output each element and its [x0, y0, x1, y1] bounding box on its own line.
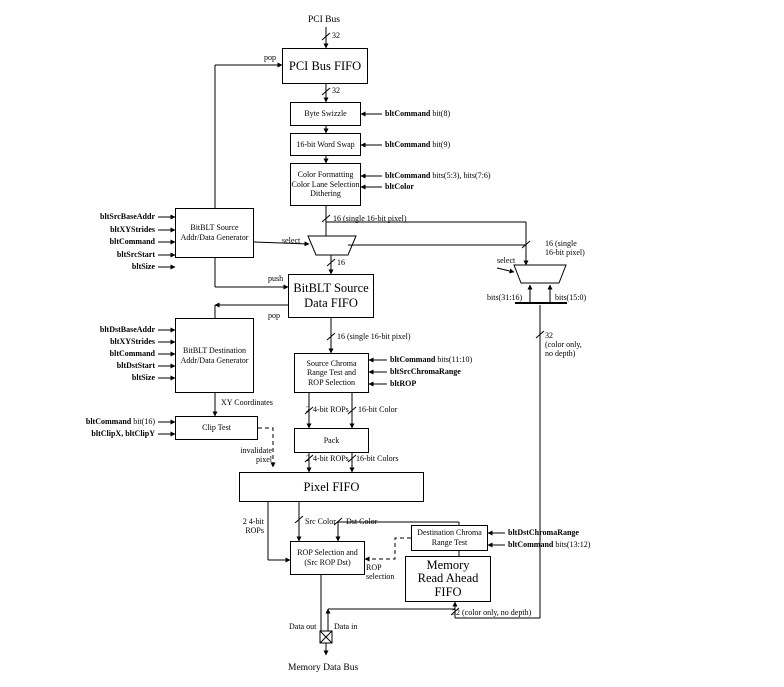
bits-low-label: bits(15:0)	[555, 293, 587, 302]
bitblt-source-data-fifo: BitBLT Source Data FIFO	[288, 274, 374, 318]
rop-selection-block: ROP Selection and (Src ROP Dst)	[290, 541, 365, 575]
pixel-fifo-label: Pixel FIFO	[303, 479, 360, 494]
data-in-label: Data in	[334, 622, 358, 631]
clip-control-2: bltClipX, bltClipY	[91, 429, 155, 438]
rop-sel-line-1: ROP Selection and	[297, 548, 358, 558]
pci-bus-fifo-label: PCI Bus FIFO	[288, 58, 362, 73]
src-color-label: Src Color	[305, 517, 336, 526]
rop-sel-line-2: (Src ROP Dst)	[304, 558, 351, 567]
memory-read-ahead-fifo: Memory Read Ahead FIFO	[405, 556, 491, 602]
rop-label-b: 4-bit ROPs	[313, 454, 349, 463]
colors-label-b: 16-bit Colors	[356, 454, 399, 463]
clip-test-block: Clip Test	[175, 416, 258, 440]
bitblt-source-generator: BitBLT Source Addr/Data Generator	[175, 208, 254, 258]
mem-width-label: 32 (color only, no depth)	[452, 608, 532, 617]
src-input-start: bltSrcStart	[116, 250, 155, 259]
dst-input-base-addr: bltDstBaseAddr	[99, 325, 155, 334]
src-input-size: bltSize	[131, 262, 155, 271]
push-label: push	[268, 274, 284, 283]
clip-test-label: Clip Test	[202, 423, 231, 433]
color-label-a: 16-bit Color	[358, 405, 398, 414]
pci-width-label: 32	[332, 31, 340, 40]
format-control-2: bltColor	[385, 182, 414, 191]
bitblt-destination-generator: BitBLT Destination Addr/Data Generator	[175, 318, 254, 393]
byte-swizzle-label: Byte Swizzle	[304, 109, 347, 119]
single-pixel-label: 16 (single 16-bit pixel)	[333, 214, 407, 223]
word-swap-label: 16-bit Word Swap	[296, 139, 355, 149]
dst-gen-line-2: Addr/Data Generator	[180, 355, 249, 365]
select-label-right: select	[497, 256, 516, 265]
src-gen-line-2: Addr/Data Generator	[180, 233, 249, 242]
src-input-command: bltCommand	[109, 237, 155, 246]
rop-label-a: 4-bit ROPs	[313, 405, 349, 414]
swizzle-control: bltCommand bit(8)	[385, 109, 451, 118]
src-chroma-line-2: Range Test and	[306, 368, 357, 378]
src-fifo-line-1: BitBLT Source	[293, 281, 369, 295]
xy-coordinates-label: XY Coordinates	[221, 398, 273, 407]
color-formatting-line-1: Color Formatting	[297, 170, 354, 180]
src-gen-line-1: BitBLT Source	[190, 223, 239, 233]
dst-input-xy-strides: bltXYStrides	[110, 337, 155, 346]
source-chroma-block: Source Chroma Range Test and ROP Selecti…	[294, 353, 369, 393]
pack-block: Pack	[294, 428, 369, 453]
dst-chroma-line-2: Range Test	[431, 538, 468, 547]
dst-chroma-control-1: bltDstChromaRange	[508, 528, 579, 537]
pack-label: Pack	[323, 435, 340, 445]
color-formatting-block: Color Formatting Color Lane Selection Di…	[290, 163, 361, 206]
pop-label: pop	[264, 53, 276, 62]
pci-bus-fifo: PCI Bus FIFO	[282, 48, 368, 84]
bits-high-label: bits(31:16)	[487, 293, 523, 302]
src-input-xy-strides: bltXYStrides	[110, 225, 155, 234]
mem-fifo-line-2: Read Ahead	[417, 571, 479, 586]
fifo-width-label: 32	[332, 86, 340, 95]
src-input-base-addr: bltSrcBaseAddr	[100, 212, 155, 221]
clip-control-1: bltCommand bit(16)	[85, 417, 155, 426]
dst-chroma-line-1: Destination Chroma	[417, 528, 482, 538]
select-label-left: select	[282, 236, 301, 245]
src-chroma-line-1: Source Chroma	[306, 358, 357, 368]
dst-input-size: bltSize	[131, 373, 155, 382]
dst-chroma-control-2: bltCommand bits(13:12)	[508, 540, 591, 549]
pci-bus-label: PCI Bus	[308, 15, 340, 25]
src-fifo-line-2: Data FIFO	[304, 296, 358, 310]
color-formatting-line-3: Dithering	[310, 189, 341, 199]
destination-chroma-block: Destination Chroma Range Test	[411, 525, 488, 551]
src-chroma-control-1: bltCommand bits(11:10)	[390, 355, 473, 364]
single-pixel-label-2: 16 (single 16-bit pixel)	[337, 332, 411, 341]
mux-width-label: 16	[337, 258, 345, 267]
memory-data-bus-label: Memory Data Bus	[288, 663, 359, 673]
format-control-1: bltCommand bits(5:3), bits(7:6)	[385, 171, 491, 180]
dst-color-label: Dst Color	[346, 517, 378, 526]
src-chroma-control-3: bltROP	[390, 379, 417, 388]
color-formatting-line-2: Color Lane Selection	[291, 179, 360, 189]
mem-fifo-line-1: Memory	[426, 558, 470, 573]
mem-fifo-line-3: FIFO	[434, 584, 462, 599]
dst-gen-line-1: BitBLT Destination	[183, 345, 246, 355]
pixel-fifo: Pixel FIFO	[239, 472, 424, 502]
swap-control: bltCommand bit(9)	[385, 140, 451, 149]
dst-input-command: bltCommand	[109, 349, 155, 358]
rop-count-b: 2	[306, 454, 310, 463]
data-out-label: Data out	[289, 622, 317, 631]
byte-swizzle-block: Byte Swizzle	[290, 102, 361, 126]
word-swap-block: 16-bit Word Swap	[290, 133, 361, 156]
src-chroma-control-2: bltSrcChromaRange	[390, 367, 461, 376]
dst-input-start: bltDstStart	[116, 361, 155, 370]
rop-count-a: 2	[306, 405, 310, 414]
src-chroma-line-3: ROP Selection	[307, 377, 356, 387]
pop-label-2: pop	[268, 311, 280, 320]
right-width-label: 32(color only,no depth)	[545, 331, 582, 359]
